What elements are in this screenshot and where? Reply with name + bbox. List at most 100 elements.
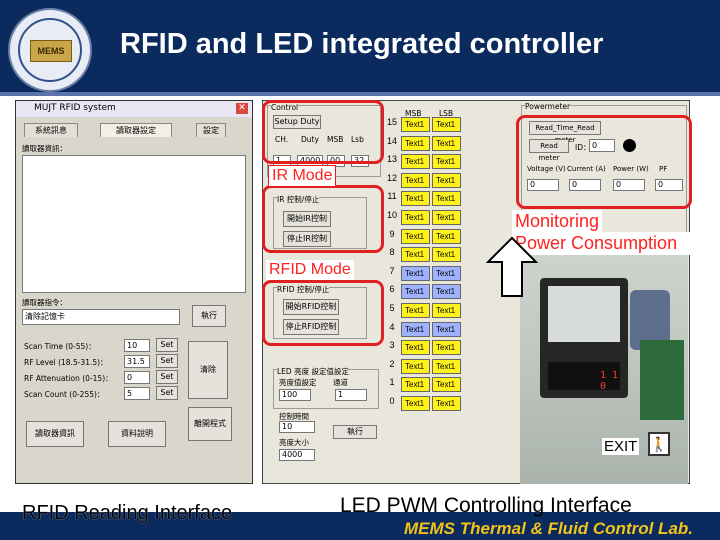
lsb-bit-cell[interactable]: Text1 <box>432 377 461 393</box>
start-rfid-button[interactable]: 開始RFID控制 <box>283 299 339 315</box>
msb-bit-cell[interactable]: Text1 <box>401 377 430 393</box>
clear-button[interactable]: 清除 <box>188 341 228 399</box>
power-size-input[interactable]: 4000 <box>279 449 315 461</box>
lsb-bit-cell[interactable]: Text1 <box>432 210 461 225</box>
lsb-bit-cell[interactable]: Text1 <box>432 154 461 170</box>
bit-number: 1 <box>389 377 395 388</box>
tab-system-info[interactable]: 系統訊息 <box>24 123 78 137</box>
msb-header: MSB <box>405 109 422 118</box>
control-time-input[interactable]: 10 <box>279 421 315 433</box>
rfid-window-titlebar: MUJT RFID system ✕ <box>16 101 252 117</box>
send-command-button[interactable]: 執行 <box>192 305 226 327</box>
msb-bit-cell[interactable]: Text1 <box>401 358 430 374</box>
close-icon[interactable]: ✕ <box>236 103 248 114</box>
ir-mode-callout: IR Mode <box>268 165 337 187</box>
msb-bit-cell[interactable]: Text1 <box>401 154 430 170</box>
msb-bit-cell[interactable]: Text1 <box>401 172 430 188</box>
lsb-bit-cell[interactable]: Text1 <box>432 321 461 337</box>
msb-bit-cell[interactable]: Text1 <box>401 396 430 411</box>
scan-time-input[interactable]: 10 <box>124 339 150 352</box>
msb-bit-cell[interactable]: Text1 <box>401 117 430 132</box>
lsb-bit-cell[interactable]: Text1 <box>432 340 461 356</box>
msb-bit-cell[interactable]: Text1 <box>401 228 430 244</box>
msb-bit-cell[interactable]: Text1 <box>401 284 430 300</box>
msb-bit-cell[interactable]: Text1 <box>401 191 430 207</box>
meter-display: 1 1 0 <box>548 362 620 392</box>
lsb-bit-cell[interactable]: Text1 <box>432 303 461 318</box>
duty-label: Duty <box>301 135 319 144</box>
msb-bit-cell[interactable]: Text1 <box>401 265 430 281</box>
channel-setting-label: 通道 <box>333 378 348 387</box>
ir-group <box>273 197 367 249</box>
led-window: Control Setup Duty CH. Duty MSB Lsb 1 40… <box>262 100 690 484</box>
led-brightness-group-title: LED 亮度 設定值設定 <box>277 366 349 377</box>
brightness-input[interactable]: 100 <box>279 389 311 401</box>
rf-attenuation-set-button[interactable]: Set <box>156 370 178 384</box>
rf-level-label: RF Level (18.5-31.5)： <box>24 358 108 367</box>
reader-info-button[interactable]: 讀取器資訊 <box>26 421 84 447</box>
msb-bit-cell[interactable]: Text1 <box>401 135 430 151</box>
msb-bit-cell[interactable]: Text1 <box>401 340 430 356</box>
channel-setting-input[interactable]: 1 <box>335 389 367 401</box>
start-ir-button[interactable]: 開始IR控制 <box>283 211 331 227</box>
rf-level-set-button[interactable]: Set <box>156 354 178 368</box>
setup-duty-button[interactable]: Setup Duty <box>273 115 321 129</box>
lsb-bit-cell[interactable]: Text1 <box>432 135 461 151</box>
bit-number: 7 <box>389 265 395 276</box>
msb-bit-cell[interactable]: Text1 <box>401 321 430 337</box>
bit-number: 10 <box>386 210 397 220</box>
lsb-bit-cell[interactable]: Text1 <box>432 358 461 374</box>
ir-mode-highlight-frame <box>262 185 384 253</box>
rf-attenuation-input[interactable]: 0 <box>124 371 150 384</box>
lsb-bit-cell[interactable]: Text1 <box>432 247 461 263</box>
stop-ir-button[interactable]: 停止IR控制 <box>283 231 331 247</box>
current-label: Current (A) <box>567 165 606 173</box>
bit-number: 9 <box>389 228 395 239</box>
exit-door-icon[interactable]: 🚶 <box>648 432 670 456</box>
exit-program-button[interactable]: 離開程式 <box>188 407 232 441</box>
scan-count-set-button[interactable]: Set <box>156 386 178 400</box>
scan-count-input[interactable]: 5 <box>124 387 150 400</box>
control-group-title: Control <box>271 103 299 112</box>
lsb-bit-cell[interactable]: Text1 <box>432 117 461 132</box>
lsb-bit-cell[interactable]: Text1 <box>432 172 461 188</box>
power-size-label: 亮度大小 <box>279 438 309 447</box>
lsb-bit-cell[interactable]: Text1 <box>432 396 461 411</box>
run-button[interactable]: 執行 <box>333 425 377 439</box>
status-indicator-icon <box>623 139 636 152</box>
read-meter-button[interactable]: Read meter <box>529 139 569 162</box>
msb-bit-cell[interactable]: Text1 <box>401 303 430 318</box>
power-label: Power (W) <box>613 165 649 173</box>
rfid-mode-highlight-frame <box>262 280 384 346</box>
id-input[interactable]: 0 <box>589 139 615 152</box>
bit-number: 0 <box>389 396 395 406</box>
msb-bit-cell[interactable]: Text1 <box>401 247 430 263</box>
lsb-bit-cell[interactable]: Text1 <box>432 265 461 281</box>
pf-output: 0 <box>655 179 683 191</box>
monitor-highlight-frame <box>516 115 692 209</box>
lsb-bit-cell[interactable]: Text1 <box>432 228 461 244</box>
mems-logo: MEMS <box>8 8 92 92</box>
tab-settings[interactable]: 設定 <box>196 123 226 137</box>
scan-time-set-button[interactable]: Set <box>156 338 178 352</box>
rfid-mode-callout: RFID Mode <box>266 260 354 280</box>
rfid-group-title: RFID 控制/停止 <box>277 284 330 295</box>
stop-rfid-button[interactable]: 停止RFID控制 <box>283 319 339 335</box>
msb-bit-cell[interactable]: Text1 <box>401 210 430 225</box>
command-input[interactable]: 清除記憶卡 <box>22 309 180 325</box>
lsb-bit-cell[interactable]: Text1 <box>432 191 461 207</box>
read-info-textarea[interactable] <box>22 155 246 293</box>
tab-reader-settings[interactable]: 讀取器設定 <box>100 123 172 137</box>
lsb-bit-cell[interactable]: Text1 <box>432 284 461 300</box>
rf-level-input[interactable]: 31.5 <box>124 355 150 368</box>
data-description-button[interactable]: 資料說明 <box>108 421 166 447</box>
slide-header <box>0 0 720 92</box>
